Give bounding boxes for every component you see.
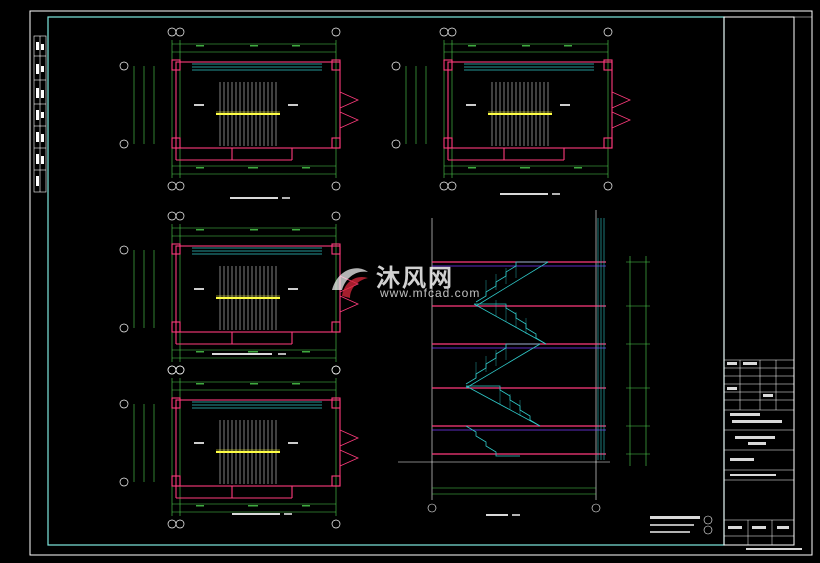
stair-plan-4 (119, 365, 359, 529)
sheet-outer-frame (29, 10, 813, 556)
mfcad-logo-icon (332, 268, 368, 298)
watermark-cn: 沐风网 (376, 264, 454, 292)
title-block-border (723, 16, 795, 546)
left-revision-strip (33, 35, 47, 193)
drawing-notes (650, 515, 713, 535)
title-block (724, 359, 794, 545)
stair-plan-3 (119, 211, 359, 375)
stair-plan-1 (119, 27, 359, 199)
stair-section (398, 210, 650, 516)
watermark-en: www.mfcad.com (380, 286, 481, 300)
stair-plan-2 (391, 27, 631, 195)
watermark: 沐风网 www.mfcad.com (328, 258, 498, 304)
